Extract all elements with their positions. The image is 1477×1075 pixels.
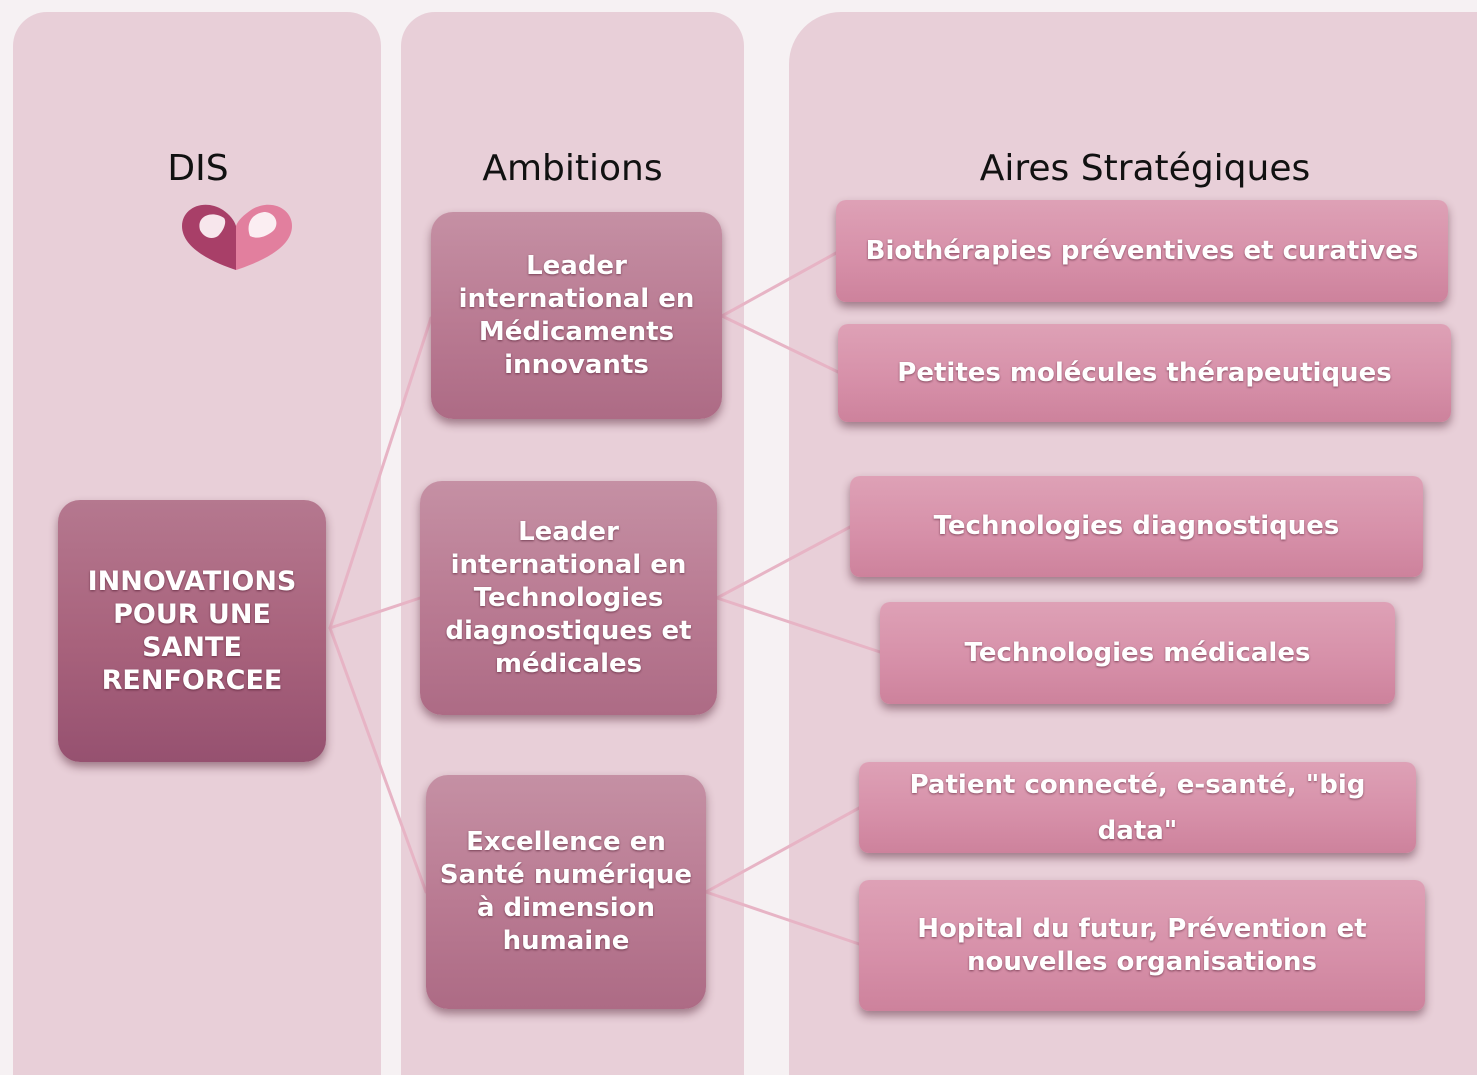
area-box-6-label: Hopital du futur, Prévention et nouvelle… xyxy=(917,913,1367,977)
area-box-2-label: Petites molécules thérapeutiques xyxy=(897,357,1392,388)
ambition-box-2-label: Leader international en Technologies dia… xyxy=(445,516,692,679)
connector-amb-2-area-3 xyxy=(715,525,852,600)
area-box-3: Technologies diagnostiques xyxy=(850,476,1423,577)
area-box-5-label: Patient connecté, e-santé, "big data" xyxy=(909,769,1366,846)
area-box-5: Patient connecté, e-santé, "big data" xyxy=(859,762,1416,853)
connector-amb-1-area-2 xyxy=(720,314,840,374)
area-box-1: Biothérapies préventives et curatives xyxy=(836,200,1448,302)
connector-amb-3-area-5 xyxy=(704,806,861,894)
heart-logo-icon xyxy=(182,204,292,270)
ambition-box-3-label: Excellence en Santé numérique à dimensio… xyxy=(439,827,693,956)
area-box-3-label: Technologies diagnostiques xyxy=(933,511,1340,541)
root-box-label: INNOVATIONS POUR UNE SANTE RENFORCEE xyxy=(87,566,297,696)
connector-amb-1-area-1 xyxy=(720,251,838,318)
aires-column-title: Aires Stratégiques xyxy=(979,148,1311,189)
ambition-box-1-label: Leader international en Médicaments inno… xyxy=(458,250,695,380)
area-box-4: Technologies médicales xyxy=(880,602,1395,704)
dis-column-title: DIS xyxy=(167,148,229,189)
area-box-1-label: Biothérapies préventives et curatives xyxy=(865,235,1419,266)
ambition-box-3: Excellence en Santé numérique à dimensio… xyxy=(426,775,706,1009)
ambitions-column-title: Ambitions xyxy=(482,148,663,189)
heart-logo-right-highlight xyxy=(248,212,277,238)
area-box-2: Petites molécules thérapeutiques xyxy=(838,324,1451,422)
connector-root-amb-3 xyxy=(328,626,428,894)
heart-logo-left-highlight xyxy=(199,214,226,238)
connector-amb-2-area-4 xyxy=(715,596,882,654)
area-box-4-label: Technologies médicales xyxy=(964,637,1311,668)
connector-root-amb-2 xyxy=(328,596,422,630)
ambition-box-2: Leader international en Technologies dia… xyxy=(420,481,717,715)
root-box: INNOVATIONS POUR UNE SANTE RENFORCEE xyxy=(58,500,326,762)
connector-amb-3-area-6 xyxy=(704,890,861,946)
heart-logo-right-lobe xyxy=(236,204,292,270)
connector-root-amb-1 xyxy=(328,316,433,630)
ambition-box-1: Leader international en Médicaments inno… xyxy=(431,212,722,419)
area-box-6: Hopital du futur, Prévention et nouvelle… xyxy=(859,880,1425,1011)
